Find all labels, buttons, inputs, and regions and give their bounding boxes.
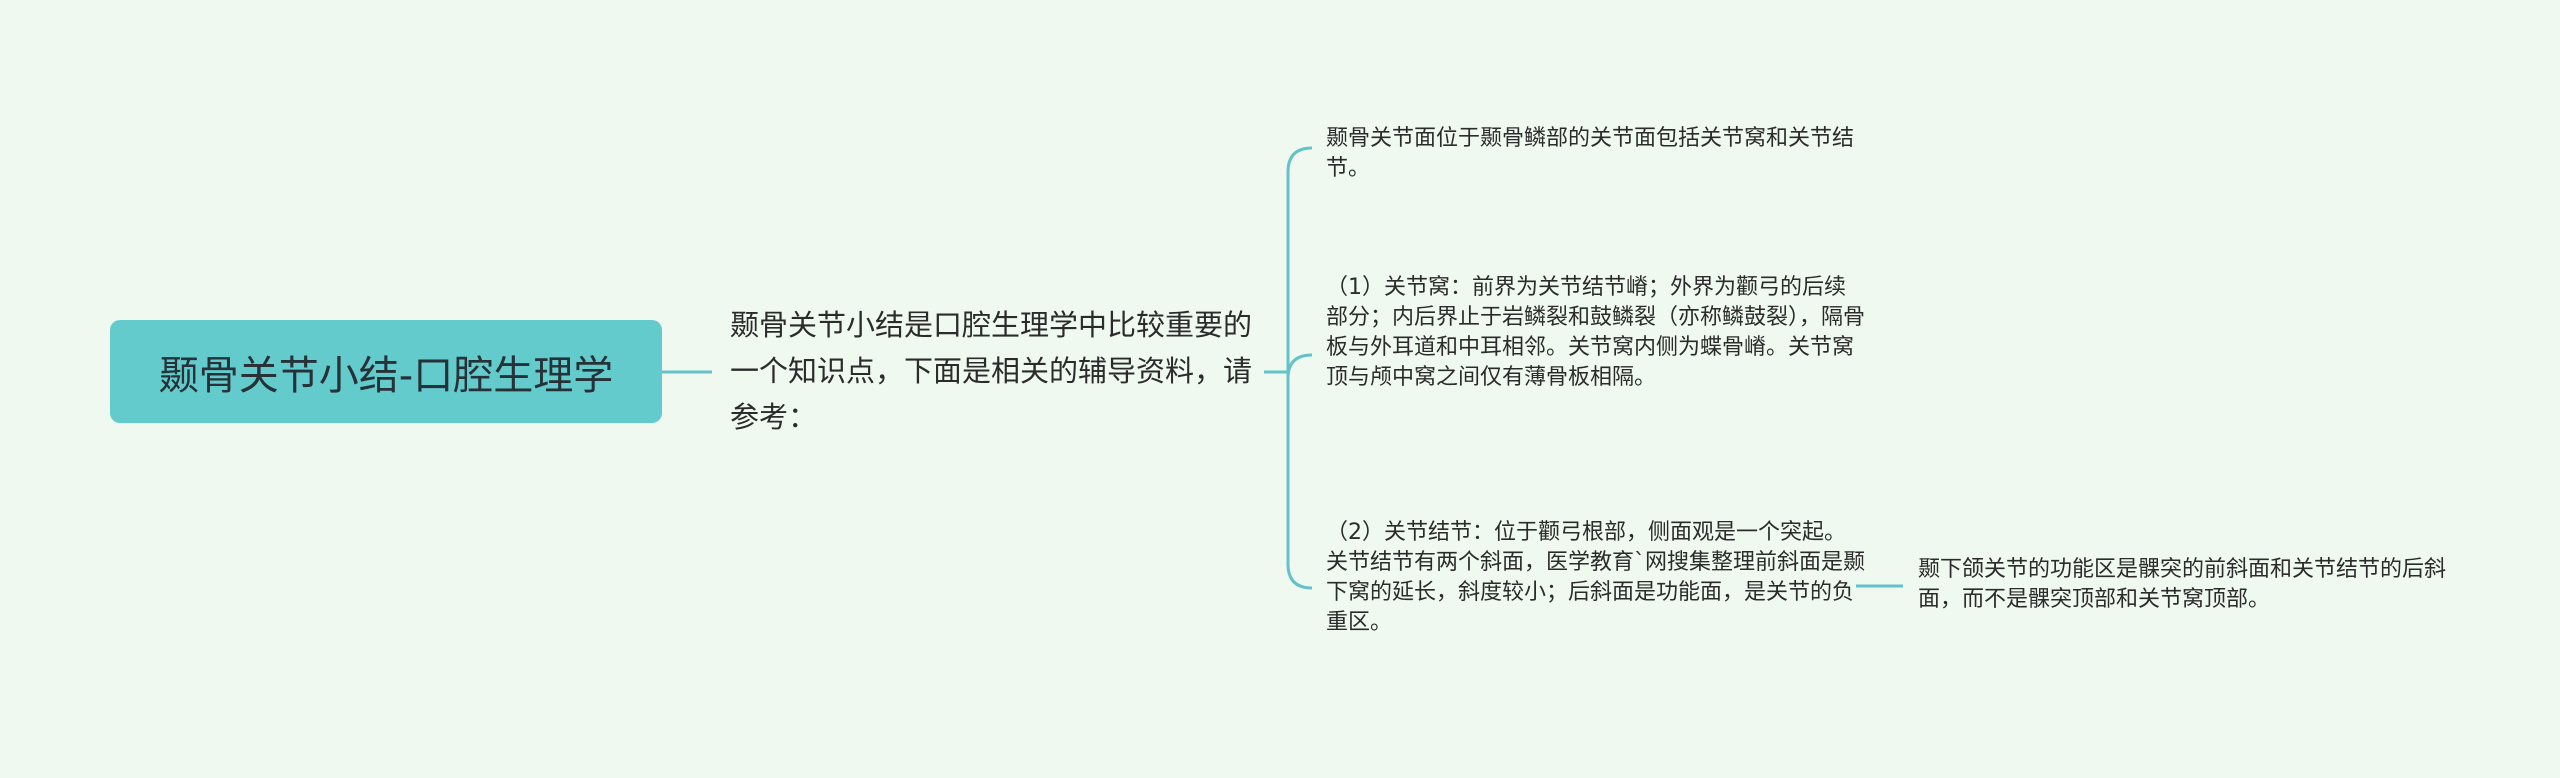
leaf-node-functional-area[interactable]: 颞下颌关节的功能区是髁突的前斜面和关节结节的后斜面，而不是髁突顶部和关节窝顶部。: [1918, 555, 2478, 615]
subtopic-node-articular-surface[interactable]: 颞骨关节面位于颞骨鳞部的关节面包括关节窝和关节结节。: [1326, 124, 1866, 184]
root-topic-label: 颞骨关节小结-口腔生理学: [158, 352, 614, 399]
subtopic-text: （2）关节结节：位于颧弓根部，侧面观是一个突起。关节结节有两个斜面，医学教育`网…: [1326, 520, 1866, 635]
level1-topic-text: 颞骨关节小结是口腔生理学中比较重要的一个知识点，下面是相关的辅导资料，请参考：: [730, 308, 1253, 434]
root-topic-node[interactable]: 颞骨关节小结-口腔生理学: [110, 320, 662, 423]
subtopic-text: （1）关节窝：前界为关节结节嵴；外界为颧弓的后续部分；内后界止于岩鳞裂和鼓鳞裂（…: [1326, 275, 1866, 390]
subtopic-node-articular-eminence[interactable]: （2）关节结节：位于颧弓根部，侧面观是一个突起。关节结节有两个斜面，医学教育`网…: [1326, 518, 1866, 638]
leaf-text: 颞下颌关节的功能区是髁突的前斜面和关节结节的后斜面，而不是髁突顶部和关节窝顶部。: [1918, 557, 2447, 612]
subtopic-node-glenoid-fossa[interactable]: （1）关节窝：前界为关节结节嵴；外界为颧弓的后续部分；内后界止于岩鳞裂和鼓鳞裂（…: [1326, 273, 1866, 393]
subtopic-text: 颞骨关节面位于颞骨鳞部的关节面包括关节窝和关节结节。: [1326, 126, 1855, 181]
level1-topic-node[interactable]: 颞骨关节小结是口腔生理学中比较重要的一个知识点，下面是相关的辅导资料，请参考：: [730, 302, 1260, 440]
